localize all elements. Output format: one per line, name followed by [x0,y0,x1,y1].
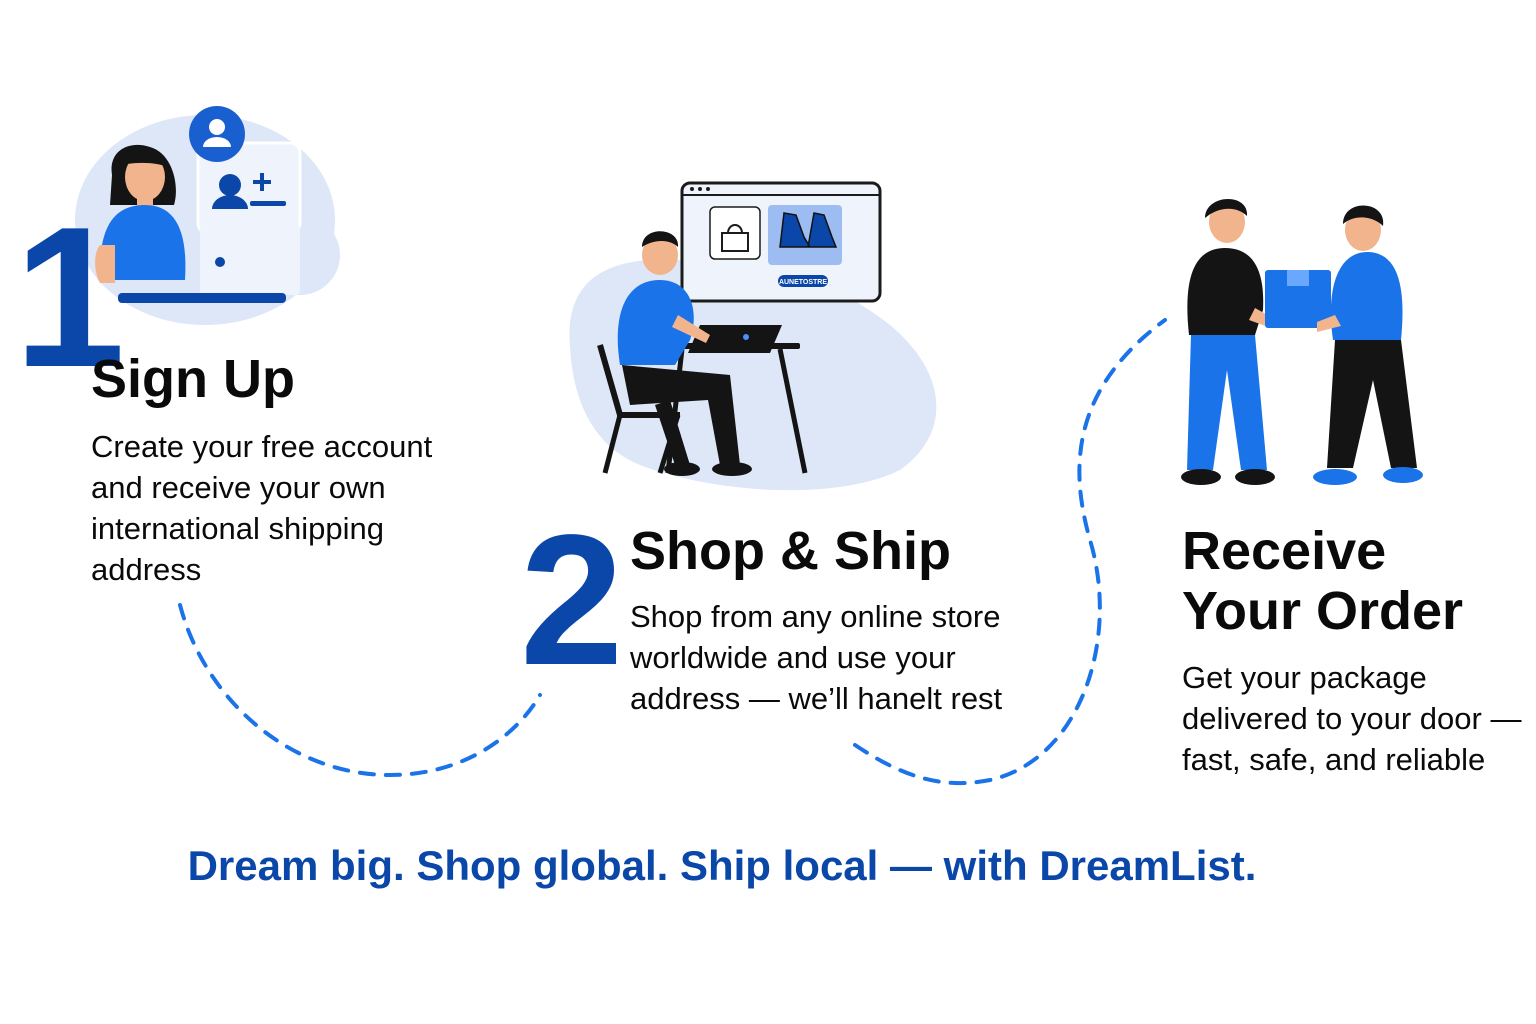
delivery-illustration [1181,198,1423,485]
step-1-number: 1 [14,186,126,409]
step-3-title-line2: Your Order [1182,581,1464,641]
package-icon [1265,270,1331,328]
step-3-title-line1: Receive [1182,521,1387,581]
step-3-description: Get your package delivered to your door … [1182,660,1522,777]
step-2-description: Shop from any online store worldwide and… [630,599,1003,716]
tagline: Dream big. Shop global. Ship local — wit… [187,842,1257,889]
step-2-title: Shop & Ship [630,521,951,581]
step-1-description: Create your free account and receive you… [91,429,433,587]
user-avatar-icon [189,106,245,162]
step-1-title: Sign Up [91,349,295,409]
step-2-number: 2 [520,497,624,704]
shopping-illustration: AUNETOSTRE [569,181,937,491]
store-button-label: AUNETOSTRE [779,279,827,286]
signup-illustration [75,106,340,325]
